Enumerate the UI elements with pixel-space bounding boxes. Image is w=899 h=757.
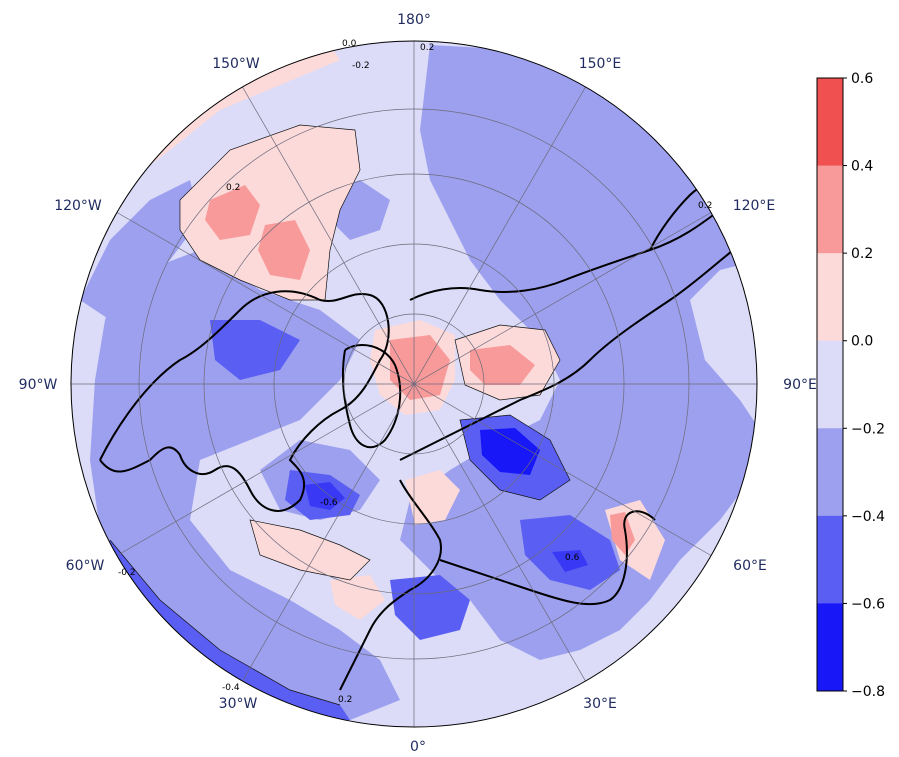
colorbar-swatch: [817, 428, 843, 517]
longitude-label-90w: 90°W: [19, 377, 58, 393]
coastline-europe: [339, 479, 442, 691]
longitude-label-30w: 30°W: [219, 696, 258, 712]
contour-label: 0.2: [338, 695, 352, 705]
colorbar-swatch: [817, 603, 843, 692]
contour-line-4: [109, 539, 341, 706]
region-pink-north-atlantic: [250, 520, 370, 580]
region-deepblue-atlantic-core: [305, 482, 345, 510]
colorbar-tick-label: −0.2: [851, 421, 885, 437]
coastline-north-america: [99, 290, 390, 512]
colorbar-swatch: [817, 253, 843, 342]
colorbar: 0.6 0.4 0.2 0.0 −0.2 −0.4 −0.6 −0.8: [816, 71, 885, 700]
colorbar-tick-label: 0.2: [851, 246, 873, 262]
contour-label: -0.6: [320, 498, 338, 508]
graticule: [71, 41, 757, 727]
region-blue-northwest: [80, 180, 200, 320]
contour-line-3: [249, 519, 371, 581]
region-salmon-alaska-2: [258, 220, 310, 280]
longitude-label-30e: 30°E: [583, 696, 617, 712]
region-deepblue-arabia-core: [552, 550, 588, 572]
contour-label: 0.2: [420, 43, 434, 53]
colorbar-tick-label: 0.4: [851, 159, 873, 175]
region-pink-europe-west: [405, 470, 460, 525]
colorbar-frame: [816, 77, 844, 692]
region-salmon-red-sea: [610, 512, 635, 555]
contour-line-1: [179, 124, 361, 301]
region-pink-alaska: [180, 125, 360, 300]
region-deepblue-europe-core: [480, 428, 540, 475]
contour-label: -0.4: [222, 683, 240, 693]
longitude-label-120w: 120°W: [54, 198, 102, 214]
contour-label: -0.2: [118, 568, 136, 578]
colorbar-tick-label: −0.8: [851, 684, 885, 700]
contour-lines: [109, 124, 571, 706]
colorbar-ticks: 0.6 0.4 0.2 0.0 −0.2 −0.4 −0.6 −0.8: [843, 71, 885, 700]
colorbar-tick-label: 0.0: [851, 334, 873, 350]
contour-label: -0.2: [352, 61, 370, 71]
region-darkblue-africa: [390, 575, 470, 640]
coastline-siberia-north: [409, 209, 721, 301]
colorbar-tick-label: −0.6: [851, 596, 885, 612]
coastline-africa-mideast: [439, 510, 656, 606]
region-blue-west-ring: [90, 250, 400, 720]
contour-label: 0.6: [565, 553, 580, 563]
contour-label: 0.2: [698, 201, 712, 211]
region-salmon-siberia: [470, 345, 535, 385]
region-pink-iberia: [330, 575, 385, 620]
longitude-labels: 180° 150°E 120°E 90°E 60°E 30°E 0° 30°W …: [19, 12, 817, 755]
colorbar-tick-label: −0.4: [851, 509, 885, 525]
longitude-label-150e: 150°E: [579, 56, 622, 72]
colorbar-swatch: [817, 165, 843, 254]
longitude-label-120e: 120°E: [733, 198, 776, 214]
longitude-label-0: 0°: [410, 739, 426, 755]
region-darkblue-west-canada: [210, 320, 300, 380]
colorbar-swatch: [817, 515, 843, 604]
region-pink-northwest-edge: [110, 45, 340, 180]
coastline-greenland: [341, 344, 402, 449]
longitude-label-60w: 60°W: [66, 558, 105, 574]
longitude-label-60e: 60°E: [733, 558, 767, 574]
contour-label: 0.2: [226, 183, 240, 193]
contour-labels: 0.0 0.2 -0.2 0.2 0.2 -0.6 0.6 -0.4 0.2 -…: [118, 39, 712, 705]
map-boundary: [70, 40, 758, 728]
region-blue-east: [400, 45, 757, 660]
colorbar-swatches: [817, 78, 843, 692]
colorbar-swatch: [817, 340, 843, 429]
longitude-label-90e: 90°E: [783, 377, 817, 393]
region-salmon-alaska: [205, 185, 260, 240]
longitude-label-150w: 150°W: [212, 56, 260, 72]
contour-line-5: [459, 414, 571, 501]
colorbar-tick-label: 0.6: [851, 71, 873, 87]
colorbar-swatch: [817, 78, 843, 167]
meridian-150e-30w: [242, 86, 586, 682]
contour-line-2: [454, 324, 561, 401]
longitude-label-180: 180°: [397, 12, 431, 28]
contour-label: 0.0: [342, 39, 357, 49]
